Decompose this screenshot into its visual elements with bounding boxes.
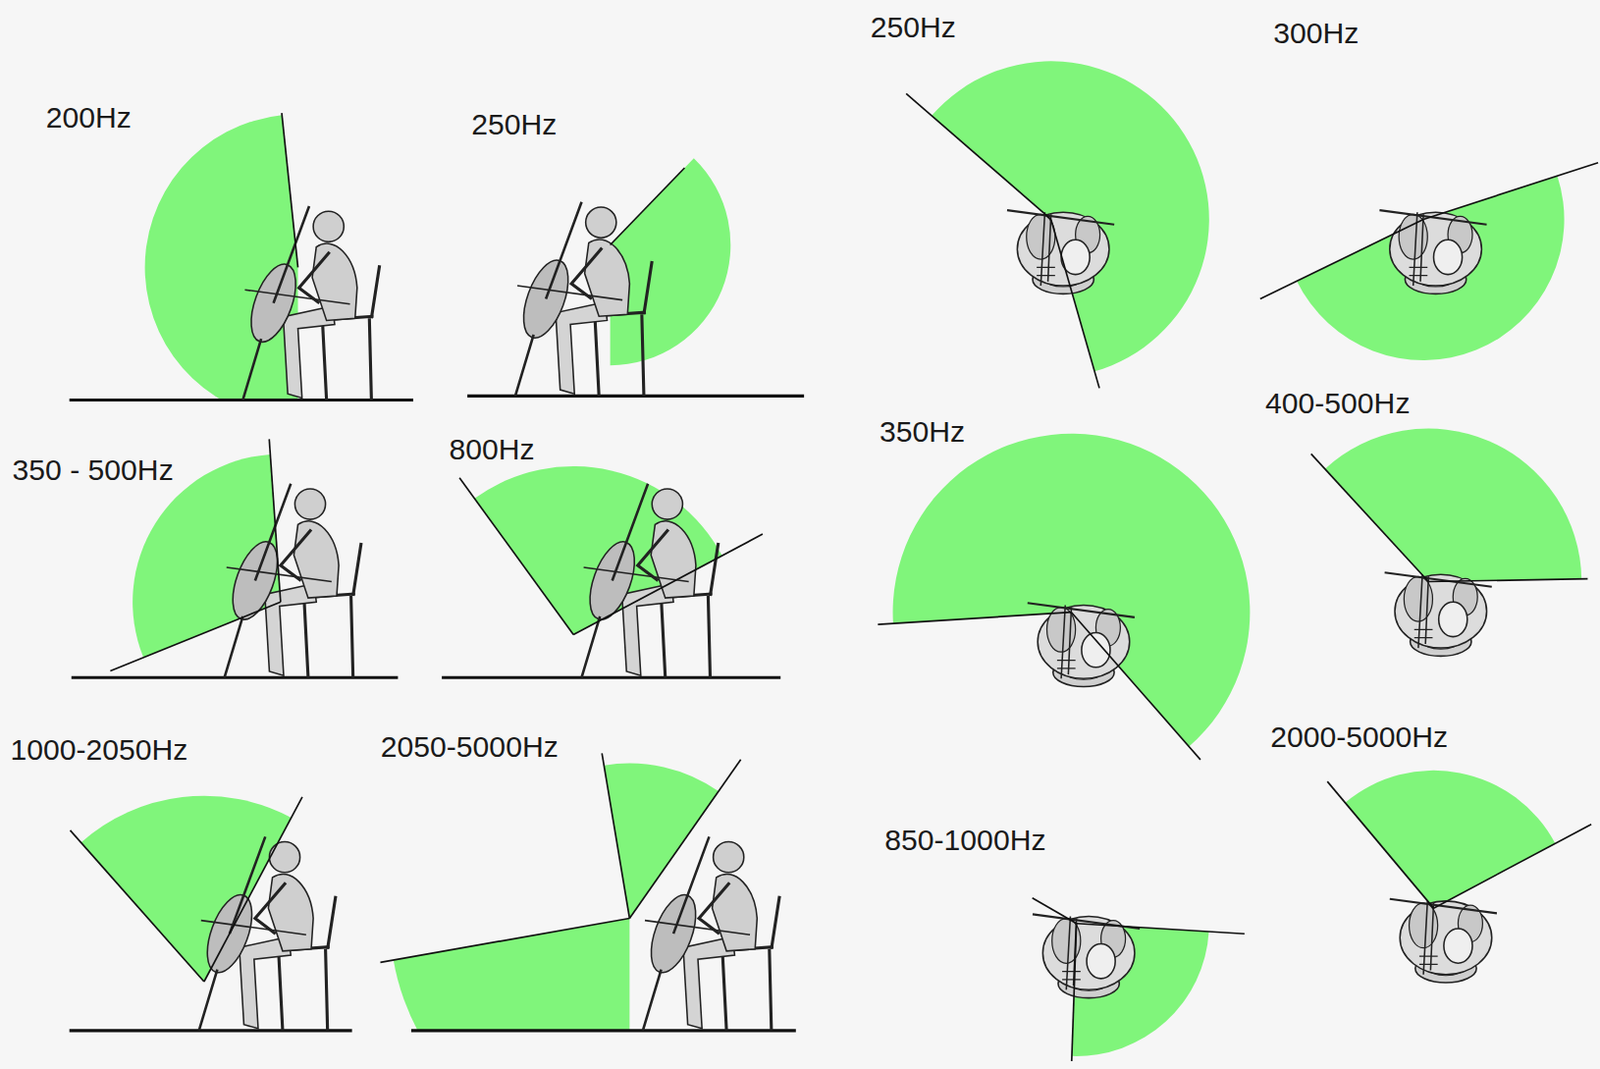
frequency-label: 2050-5000Hz <box>380 731 559 764</box>
boundary-line <box>601 752 630 918</box>
frequency-label: 800Hz <box>448 433 534 467</box>
boundary-line <box>1433 824 1592 908</box>
cellist-side-view <box>581 483 719 679</box>
boundary-line <box>1311 453 1430 582</box>
floor-line <box>411 1028 797 1032</box>
boundary-line <box>629 759 741 919</box>
frequency-label: 850-1000Hz <box>884 824 1046 857</box>
frequency-label: 250Hz <box>870 11 957 45</box>
radiation-wedge <box>603 763 719 919</box>
boundary-line <box>1032 898 1077 924</box>
boundary-line <box>204 797 303 982</box>
radiation-wedge-group <box>931 60 1210 372</box>
radiation-wedge <box>1325 428 1582 583</box>
radiation-wedge-group <box>893 433 1251 747</box>
radiation-wedge-group <box>1325 428 1582 583</box>
radiation-wedge <box>145 114 299 400</box>
frequency-label: 350 - 500Hz <box>11 454 173 487</box>
frequency-label: 250Hz <box>471 108 557 142</box>
radiation-wedge <box>1296 175 1564 361</box>
cellist-side-view <box>223 483 362 679</box>
boundary-line <box>1051 218 1100 388</box>
cellist-top-view <box>1385 572 1493 656</box>
frequency-label: 350Hz <box>879 416 965 449</box>
floor-line <box>71 676 399 680</box>
frequency-label: 300Hz <box>1273 17 1359 51</box>
cellist-side-view <box>641 836 780 1031</box>
floor-line <box>69 398 414 402</box>
boundary-line <box>281 112 299 267</box>
cellist-side-view <box>514 202 652 397</box>
cellist-top-view <box>1379 210 1487 294</box>
boundary-line <box>573 533 763 635</box>
floor-line <box>69 1028 353 1032</box>
boundary-line <box>1076 923 1245 934</box>
frequency-label: 400-500Hz <box>1265 387 1410 421</box>
radiation-wedge <box>393 918 631 1031</box>
radiation-wedge <box>931 60 1210 372</box>
boundary-line <box>1070 612 1200 760</box>
boundary-line <box>379 918 630 963</box>
boundary-line <box>610 167 686 246</box>
boundary-line <box>459 478 574 636</box>
cellist-side-view <box>242 206 380 401</box>
radiation-wedge <box>893 433 1251 747</box>
cellist-top-view <box>1389 899 1497 983</box>
boundary-line <box>1260 218 1424 299</box>
radiation-wedge-group <box>1296 175 1564 361</box>
frequency-label: 2000-5000Hz <box>1270 721 1448 754</box>
boundary-line <box>877 612 1071 625</box>
boundary-line <box>268 438 281 602</box>
frequency-label: 1000-2050Hz <box>9 734 188 767</box>
frequency-label: 200Hz <box>46 102 132 135</box>
floor-line <box>441 676 781 680</box>
boundary-line <box>1428 579 1588 583</box>
boundary-line <box>906 93 1051 219</box>
boundary-line <box>1071 923 1077 1062</box>
boundary-line <box>1327 781 1434 908</box>
radiation-wedge-group <box>610 158 732 366</box>
radiation-wedge-group <box>145 114 299 400</box>
radiation-wedge-group <box>393 763 719 1031</box>
floor-line <box>467 394 804 398</box>
boundary-line <box>1423 162 1599 220</box>
cellist-top-view <box>1027 602 1135 687</box>
boundary-line <box>109 601 280 671</box>
boundary-line <box>70 830 205 982</box>
radiation-wedge <box>610 158 732 366</box>
cellist-side-view <box>198 836 336 1031</box>
